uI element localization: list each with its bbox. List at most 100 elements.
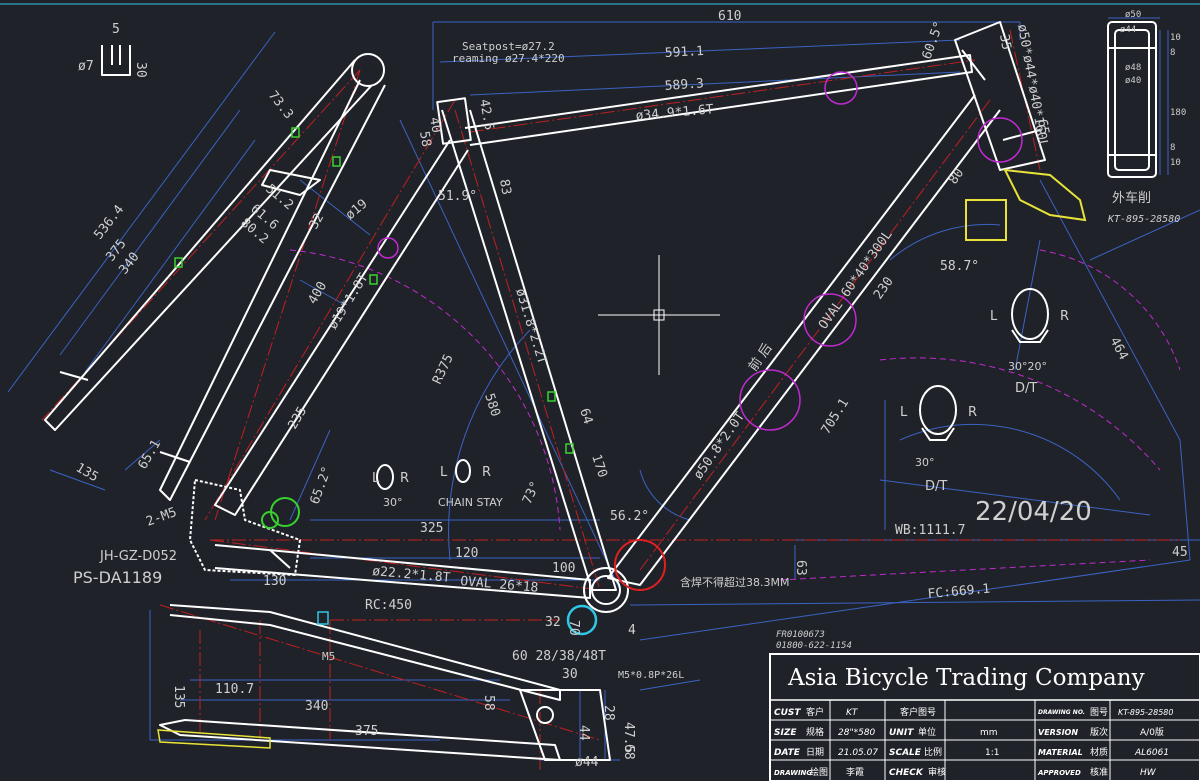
dim-70: 70: [566, 620, 581, 636]
tb-r2-v2: 1:1: [985, 748, 999, 758]
dim-591: 591.1: [664, 44, 704, 61]
dim-32b: 32: [545, 615, 561, 630]
dim-4: 4: [628, 623, 636, 638]
tb-r3-l2: CHECK: [889, 768, 924, 778]
dim-580: 580: [481, 392, 503, 419]
spec-chain-stay: ø22.2*1.8T: [372, 564, 451, 586]
tb-r0-l1zh: 客户: [806, 706, 824, 718]
date-stamp: 22/04/20: [975, 497, 1092, 527]
dim-m5-bolt: M5*0.8P*26L: [618, 670, 684, 681]
cup-r2: 8: [1170, 48, 1175, 58]
sec3-ang: 30°: [915, 456, 935, 469]
dim-610: 610: [718, 9, 741, 24]
dim-fc: FC:669.1: [927, 582, 991, 602]
top-tube: [464, 54, 973, 146]
cup-d50: ø50: [1125, 10, 1141, 20]
dim-30a: 30: [133, 62, 148, 78]
dim-low-30: 30: [562, 667, 578, 682]
center-lines: [41, 29, 1180, 770]
sec1-l: L: [372, 471, 380, 486]
tb-r1-v2: mm: [980, 728, 998, 738]
tb-r0-l2zh: 客户图号: [900, 706, 936, 718]
spec-top-tube: ø34.9*1.6T: [635, 102, 714, 124]
dim-587: 58.7°: [940, 259, 979, 274]
down-tube: [607, 94, 1001, 586]
sec3-l: L: [900, 405, 908, 420]
dim-40: 40: [426, 116, 443, 134]
seat-stay: [44, 59, 373, 431]
cup-r4: 8: [1170, 143, 1175, 153]
seat-tube: [441, 109, 617, 591]
cup-r1: 10: [1170, 33, 1181, 43]
chain-stay: [214, 544, 591, 599]
tb-r3-l1: DRAWING: [774, 769, 812, 777]
tb-r2-v3: AL6061: [1134, 748, 1169, 758]
dim-80: 80: [946, 166, 967, 187]
accent-marks: [157, 71, 1087, 749]
dim-5: 5: [112, 22, 120, 37]
sec1-r: R: [400, 471, 409, 486]
tb-r2-l1zh: 日期: [806, 747, 824, 758]
dim-7: ø7: [78, 59, 94, 74]
headset-ref-code: KT-895-28580: [1107, 214, 1180, 225]
dim-325: 325: [420, 521, 443, 536]
sec3-sub: D/T: [925, 479, 947, 494]
tb-r2-l2: SCALE: [889, 748, 922, 758]
tb-r1-l1zh: 规格: [806, 726, 824, 738]
head-cup-labels: ø50 ø44 ø48 ø40 10 8 180 8 10: [1120, 10, 1186, 168]
dim-low-28: 28: [601, 705, 616, 721]
dim-47: 47.5: [621, 722, 636, 753]
dim-110: 110.7: [215, 682, 254, 697]
frame-tubes: [44, 21, 1157, 761]
dim-63: 63: [793, 560, 808, 576]
dim-low-340: 340: [305, 699, 328, 714]
dim-low-375: 375: [355, 724, 378, 739]
cup-d48: ø48: [1125, 63, 1141, 73]
dim-low-58: 58: [481, 695, 496, 711]
dim-45: 45: [1172, 545, 1188, 560]
dimension-labels: 610 591.1 589.3 5 30 ø7 73.3 536.4 375 3…: [73, 9, 1188, 770]
tb-r2-l3zh: 材质: [1090, 746, 1108, 758]
cross-sections: [376, 288, 1049, 490]
tb-r1-l2: UNIT: [889, 728, 914, 738]
dim-44: ø44: [575, 755, 599, 770]
headset-ref-label: 外车削: [1112, 190, 1151, 206]
tb-r3-v3: HW: [1140, 768, 1157, 778]
tb-r1-v3: A/0版: [1140, 726, 1164, 738]
title-block: FR0100673 01800-622-1154 Asia Bicycle Tr…: [769, 630, 1200, 781]
dim-100: 100: [552, 561, 575, 576]
dim-32: 32: [306, 211, 327, 232]
chain-stay-note: CHAIN STAY: [438, 496, 503, 509]
tb-r3-v1: 李霞: [846, 766, 864, 778]
weld-note: 含焊不得超过38.3MM: [680, 575, 789, 589]
dim-wb: WB:1111.7: [895, 523, 965, 538]
dim-170: 170: [588, 453, 610, 480]
sec4-sub: D/T: [1015, 381, 1037, 396]
dim-120: 120: [455, 546, 478, 561]
title-code1: FR0100673: [776, 630, 825, 640]
cup-r3: 180: [1170, 108, 1186, 118]
dim-562: 56.2°: [610, 509, 649, 524]
spec-chain-oval: OVAL 26*18: [460, 574, 539, 596]
cup-r5: 10: [1170, 158, 1181, 168]
tb-r1-l3zh: 版次: [1090, 726, 1108, 738]
spec-reaming: reaming ø27.4*220: [452, 52, 565, 65]
tb-r0-l3: DRAWING NO.: [1038, 709, 1085, 716]
sec4-r: R: [1060, 309, 1069, 324]
tb-r1-v1: 28"*580: [838, 728, 876, 738]
part-dropout: PS-DA1189: [73, 568, 162, 587]
tb-r3-l1zh: 绘图: [810, 766, 828, 778]
dim-35: 35: [996, 33, 1013, 51]
tb-r0-l1: CUST: [774, 708, 801, 718]
tb-r0-v1: KT: [846, 708, 859, 718]
spec-seatpost: Seatpost=ø27.2: [462, 40, 555, 53]
dim-low-44b: 44: [576, 725, 591, 741]
title-code2: 01800-622-1154: [776, 641, 852, 651]
tb-r2-l1: DATE: [774, 748, 801, 758]
dim-68: 68: [621, 744, 636, 760]
tb-r2-v1: 21.05.07: [838, 748, 878, 758]
tb-r1-l3: VERSION: [1038, 728, 1078, 737]
tb-r0-l3zh: 图号: [1090, 707, 1108, 718]
